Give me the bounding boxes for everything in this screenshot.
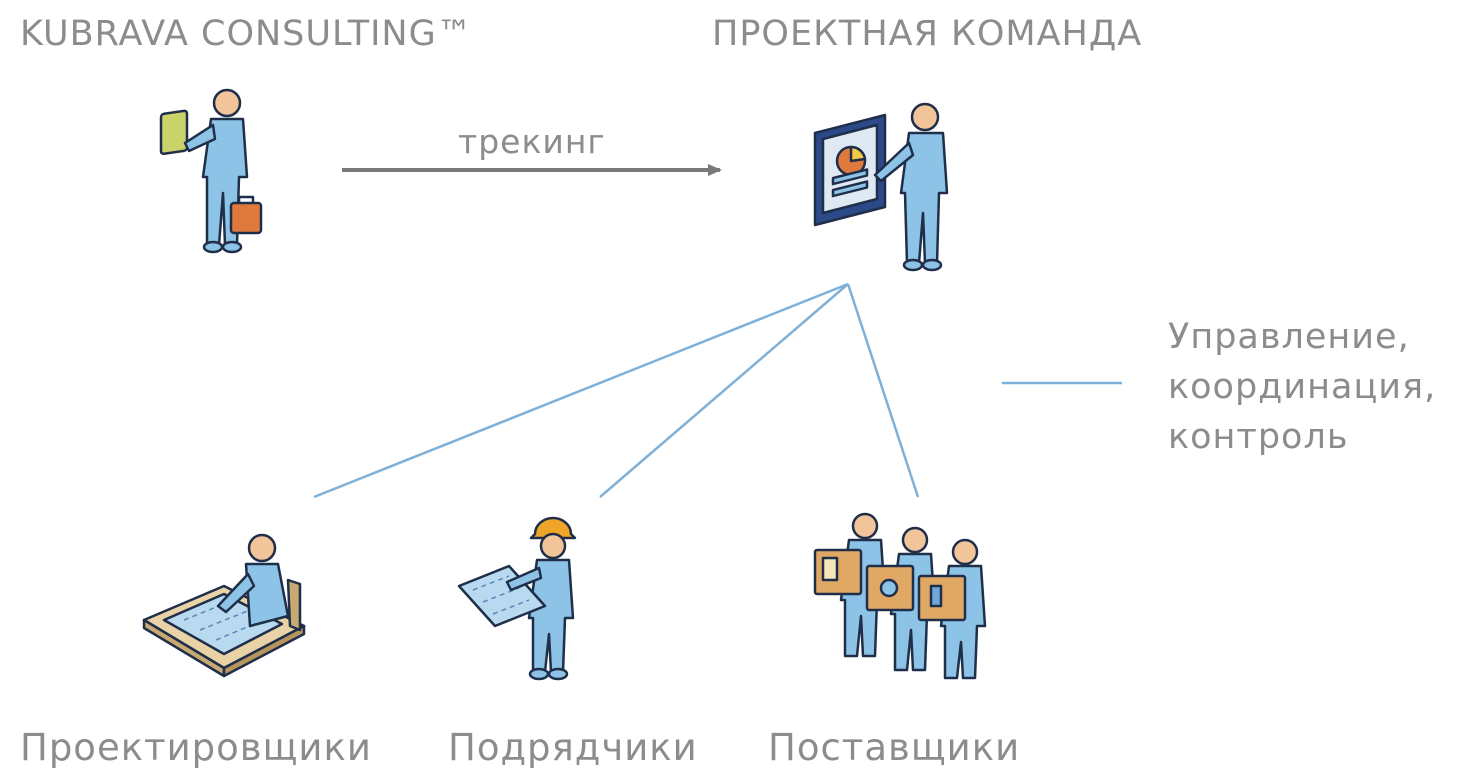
legend-line-2: координация, xyxy=(1168,367,1437,407)
designer-icon xyxy=(142,533,306,678)
legend-text: Управление, координация, контроль xyxy=(1168,312,1436,462)
connector-to-contractors xyxy=(599,283,849,498)
consulting-title: KUBRAVA CONSULTING™ xyxy=(20,14,473,54)
presenter-icon xyxy=(813,102,949,272)
connector-to-designers xyxy=(313,282,849,499)
tracking-label: трекинг xyxy=(458,122,606,161)
connector-to-suppliers xyxy=(846,283,920,498)
suppliers-label: Поставщики xyxy=(768,726,1021,769)
contractor-icon xyxy=(457,516,577,681)
suppliers-icon xyxy=(813,512,987,680)
designers-label: Проектировщики xyxy=(20,726,372,769)
contractors-label: Подрядчики xyxy=(448,726,698,769)
legend-line-3: контроль xyxy=(1168,417,1349,457)
project-team-title: ПРОЕКТНАЯ КОМАНДА xyxy=(712,14,1143,54)
legend-line-1: Управление, xyxy=(1168,317,1410,357)
consultant-icon xyxy=(159,88,263,254)
